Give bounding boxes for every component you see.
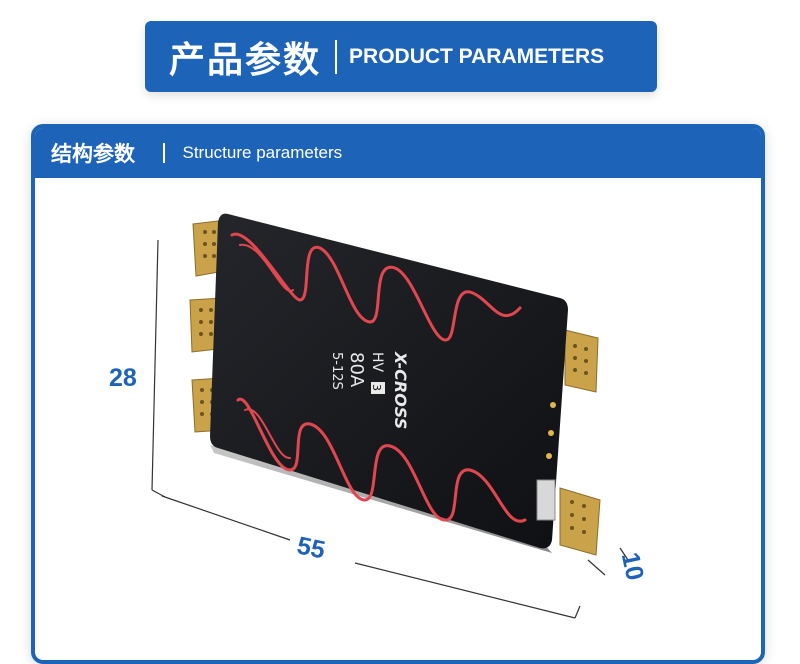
height-dimension-label: 28 — [109, 364, 137, 392]
esc-board — [210, 213, 568, 549]
card-header: 结构参数 Structure parameters — [35, 128, 761, 178]
led-indicators — [546, 402, 556, 459]
height-dimension-line — [151, 239, 159, 491]
thickness-dimension-tick — [619, 547, 629, 561]
solder-pad — [564, 329, 599, 393]
right-solder-pads — [559, 329, 601, 556]
banner-divider — [335, 39, 338, 74]
board-label: X-CROSS HV 3 80A 5-12S — [329, 351, 410, 429]
length-dimension-line-left — [161, 495, 291, 541]
length-dimension-line-right — [354, 562, 576, 619]
board-version: 3 — [370, 384, 383, 391]
pad-holes — [199, 230, 216, 416]
section-title: 结构参数 — [51, 142, 135, 166]
dimension-lines — [151, 239, 629, 619]
page-title-banner: 产品参数 PRODUCT PARAMETERS — [145, 21, 657, 92]
board-cells: 5-12S — [329, 352, 344, 390]
banner-title-en: PRODUCT PARAMETERS — [349, 44, 605, 68]
board-hv: HV — [369, 352, 385, 373]
copper-traces — [230, 232, 527, 523]
signal-connector — [536, 479, 556, 521]
header-divider — [163, 143, 165, 163]
section-subtitle: Structure parameters — [182, 143, 343, 162]
banner-title-cn: 产品参数 — [169, 39, 322, 81]
length-dimension-tick — [574, 605, 581, 619]
board-current: 80A — [346, 352, 367, 388]
solder-pad — [559, 487, 601, 556]
thickness-dimension-label: 10 — [615, 549, 649, 583]
length-dimension-label: 55 — [294, 531, 328, 565]
esc-dimension-figure: X-CROSS HV 3 80A 5-12S — [151, 213, 629, 619]
thickness-dimension-line — [587, 559, 606, 576]
board-brand: X-CROSS — [391, 351, 410, 429]
